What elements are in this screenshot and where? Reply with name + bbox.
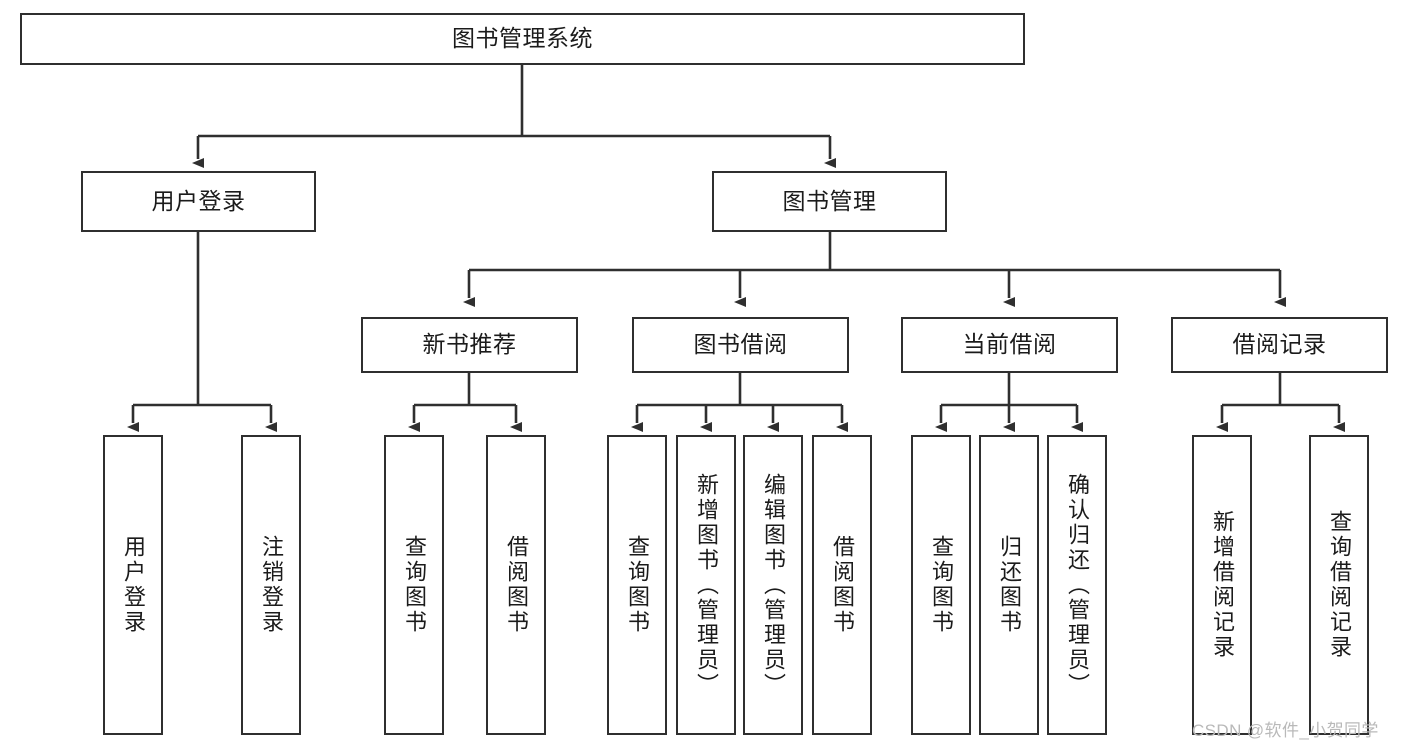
node-borrow-record-label: 借阅记录: [1232, 331, 1327, 358]
node-root-label: 图书管理系统: [452, 25, 593, 52]
node-leaf-add-book-label: 新增图书（管理员）: [694, 472, 719, 698]
node-leaf-add-book[interactable]: 新增图书（管理员）: [676, 435, 736, 735]
node-user-login[interactable]: 用户登录: [81, 171, 316, 232]
node-leaf-logout-login[interactable]: 注销登录: [241, 435, 301, 735]
node-leaf-confirm-return[interactable]: 确认归还（管理员）: [1047, 435, 1107, 735]
node-new-book-recommend-label: 新书推荐: [422, 331, 517, 358]
node-book-manage-label: 图书管理: [782, 187, 877, 214]
node-leaf-query-book-1-label: 查询图书: [402, 535, 427, 635]
node-book-borrow-label: 图书借阅: [693, 331, 788, 358]
node-book-borrow[interactable]: 图书借阅: [632, 317, 849, 373]
node-leaf-confirm-return-label: 确认归还（管理员）: [1065, 472, 1090, 698]
node-leaf-return-book[interactable]: 归还图书: [979, 435, 1039, 735]
node-leaf-query-book-2[interactable]: 查询图书: [607, 435, 667, 735]
node-new-book-recommend[interactable]: 新书推荐: [361, 317, 578, 373]
node-current-borrow-label: 当前借阅: [962, 331, 1057, 358]
node-leaf-edit-book[interactable]: 编辑图书（管理员）: [743, 435, 803, 735]
node-leaf-add-record[interactable]: 新增借阅记录: [1192, 435, 1252, 735]
node-leaf-query-book-3[interactable]: 查询图书: [911, 435, 971, 735]
node-leaf-query-book-1[interactable]: 查询图书: [384, 435, 444, 735]
node-leaf-borrow-book-1-label: 借阅图书: [504, 535, 529, 635]
node-borrow-record[interactable]: 借阅记录: [1171, 317, 1388, 373]
node-leaf-user-login-label: 用户登录: [121, 535, 146, 635]
node-user-login-label: 用户登录: [151, 187, 246, 214]
node-leaf-query-record-label: 查询借阅记录: [1327, 510, 1352, 660]
node-leaf-user-login[interactable]: 用户登录: [103, 435, 163, 735]
node-leaf-borrow-book-2[interactable]: 借阅图书: [812, 435, 872, 735]
node-leaf-borrow-book-1[interactable]: 借阅图书: [486, 435, 546, 735]
node-leaf-add-record-label: 新增借阅记录: [1210, 510, 1235, 660]
node-leaf-query-book-3-label: 查询图书: [929, 535, 954, 635]
node-leaf-borrow-book-2-label: 借阅图书: [830, 535, 855, 635]
node-book-manage[interactable]: 图书管理: [712, 171, 947, 232]
node-leaf-query-record[interactable]: 查询借阅记录: [1309, 435, 1369, 735]
node-leaf-return-book-label: 归还图书: [997, 535, 1022, 635]
node-leaf-edit-book-label: 编辑图书（管理员）: [761, 472, 786, 698]
node-root[interactable]: 图书管理系统: [20, 13, 1025, 65]
node-current-borrow[interactable]: 当前借阅: [901, 317, 1118, 373]
node-leaf-logout-login-label: 注销登录: [259, 535, 284, 635]
node-leaf-query-book-2-label: 查询图书: [625, 535, 650, 635]
watermark-text: CSDN @软件_小贺同学: [1192, 721, 1379, 740]
